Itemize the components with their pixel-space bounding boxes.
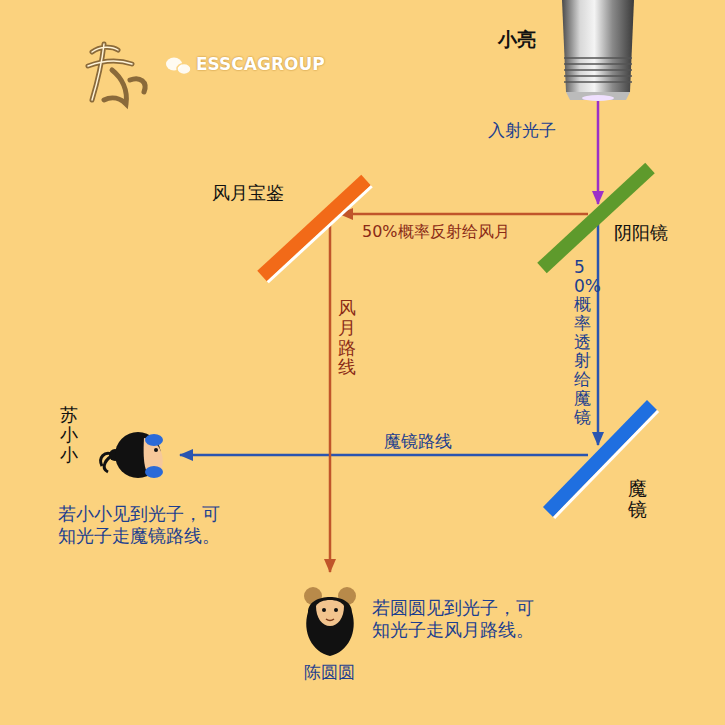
mirror: 风月宝鉴 [320, 204, 340, 224]
note-text: 若圆圆见到光子，可知光子走风月路线。 [372, 597, 540, 640]
mirror-bar [542, 168, 650, 268]
light-path [597, 224, 600, 445]
observer: 陈圆圆若圆圆见到光子，可知光子走风月路线。 [300, 572, 360, 658]
logo-stroke [88, 44, 145, 104]
light-path [329, 224, 332, 572]
flashlight-body [562, 0, 634, 92]
mirror-shape [588, 445, 608, 465]
grip-ridge [564, 75, 632, 77]
observer-shape [98, 428, 180, 482]
hair-bow [145, 434, 163, 446]
node-label: 陈圆圆 [304, 662, 355, 682]
light-path [597, 100, 600, 204]
eye [334, 608, 338, 612]
light-path [180, 454, 588, 457]
path-label: 风月路线 [338, 298, 356, 377]
face [316, 600, 344, 626]
grip-ridge [564, 81, 632, 83]
node-label: 风月宝鉴 [212, 182, 284, 204]
flashlight: 小亮 [562, 0, 634, 100]
mirror-shape [320, 204, 340, 224]
bubble [177, 64, 191, 75]
flashlight-shape [562, 0, 634, 100]
node-label: 阴阳镜 [614, 222, 668, 244]
hair-bow [145, 466, 163, 478]
light-glow [582, 95, 614, 101]
eye [154, 448, 158, 452]
light-path [340, 213, 588, 216]
mirror: 魔镜 [588, 445, 608, 465]
logo-highlight [88, 44, 132, 100]
path-label: 50%概率反射给风月 [362, 222, 510, 241]
flashlight-lens [566, 92, 630, 100]
watermark: ESSCAGROUP [196, 54, 325, 74]
path-label: 入射光子 [488, 120, 556, 140]
note-text: 若小小见到光子，可知光子走魔镜路线。 [58, 503, 226, 546]
beam-splitter: 阴阳镜 [588, 204, 608, 224]
path-label: 50%概率透射给魔镜 [574, 258, 591, 426]
node-label: 苏小小 [60, 405, 78, 464]
calligraphy-logo [88, 44, 145, 104]
eye [322, 608, 326, 612]
node-label: 小亮 [498, 28, 536, 51]
observer-shape [300, 572, 360, 658]
mouth [326, 619, 334, 621]
path-label: 魔镜路线 [384, 431, 452, 451]
node-label: 魔镜 [628, 478, 647, 520]
head [306, 597, 353, 656]
grip-ridge [564, 57, 632, 59]
wechat-icon [166, 58, 191, 75]
grip-ridge [564, 63, 632, 65]
beam-splitter-shape [588, 204, 608, 224]
grip-ridge [564, 69, 632, 71]
observer: 苏小小若小小见到光子，可知光子走魔镜路线。 [98, 428, 180, 482]
